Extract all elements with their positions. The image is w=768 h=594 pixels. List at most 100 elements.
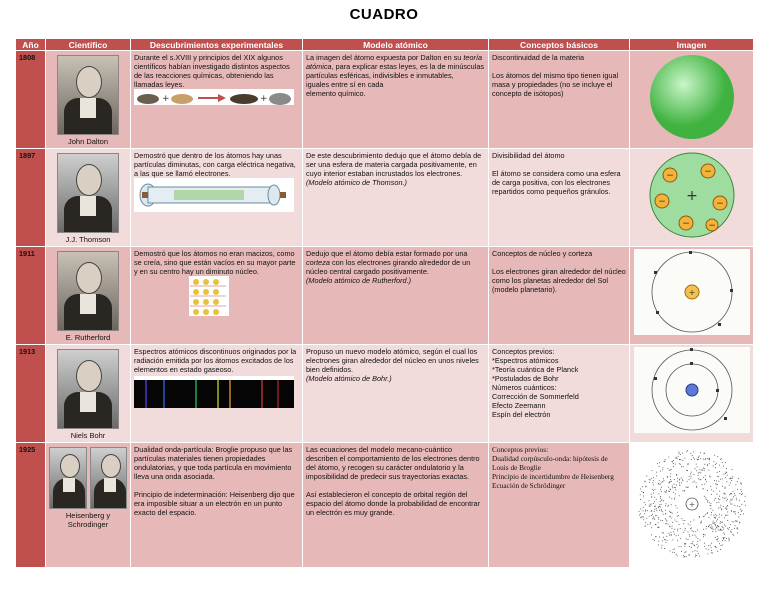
scientist-name: Niels Bohr <box>70 431 106 440</box>
cloud-dot <box>708 459 710 461</box>
cloud-dot <box>651 518 653 520</box>
cloud-dot <box>728 538 730 540</box>
cloud-dot <box>705 498 707 500</box>
cloud-dot <box>736 527 738 529</box>
cloud-dot <box>699 452 701 454</box>
cloud-dot <box>687 486 689 488</box>
image-cell: + <box>629 246 754 345</box>
concept-cell: Discontinuidad de la materia Los átomos … <box>488 50 630 149</box>
cloud-dot <box>664 518 666 520</box>
cloud-dot <box>667 486 669 488</box>
cloud-dot <box>653 517 654 519</box>
cloud-dot <box>657 518 659 520</box>
rutherford-planetary-image: + <box>633 249 750 335</box>
cloud-dot <box>659 519 661 521</box>
atomic-models-table: Año Científico Descubrimientos experimen… <box>15 38 754 568</box>
discovery-text-2: Principio de indeterminación: Heisenberg… <box>134 490 295 517</box>
cloud-dot <box>683 490 685 492</box>
cloud-dot <box>700 520 702 522</box>
scientist-cell: Niels Bohr <box>45 344 131 443</box>
cloud-dot <box>678 495 680 497</box>
cloud-dot <box>656 463 658 465</box>
cloud-dot <box>662 513 664 515</box>
cloud-dot <box>716 471 718 473</box>
cloud-dot <box>694 556 696 558</box>
cloud-dot <box>660 491 662 492</box>
discovery-text-1: Dualidad onda-partícula: Broglie propuso… <box>134 445 293 481</box>
cloud-dot <box>736 488 738 490</box>
cloud-dot <box>696 529 698 531</box>
cloud-dot <box>638 514 640 516</box>
gold-foil-illustration <box>189 276 229 316</box>
cloud-dot <box>727 528 729 530</box>
cloud-dot <box>714 517 716 519</box>
cloud-dot <box>734 513 736 515</box>
cloud-dot <box>689 524 690 526</box>
cloud-dot <box>663 461 665 462</box>
concept-line: Efecto Zeemann <box>492 401 546 410</box>
cloud-dot <box>676 507 678 509</box>
cloud-dot <box>670 480 672 482</box>
cloud-dot <box>698 455 700 457</box>
cloud-dot <box>720 545 721 547</box>
cloud-dot <box>686 487 688 488</box>
cloud-dot <box>719 530 720 531</box>
cloud-dot <box>707 458 709 460</box>
cloud-dot <box>718 464 720 466</box>
cloud-dot <box>687 463 689 465</box>
cloud-dot <box>666 476 668 477</box>
cloud-dot <box>726 514 728 516</box>
cloud-dot <box>639 513 641 515</box>
cloud-dot <box>680 546 682 548</box>
cloud-dot <box>685 538 687 540</box>
cloud-dot <box>731 477 733 479</box>
cloud-dot <box>679 454 681 455</box>
cloud-dot <box>662 478 664 480</box>
concept-text-2: Los átomos del mismo tipo tienen igual m… <box>492 71 619 98</box>
cloud-dot <box>682 531 684 533</box>
table-row: 1897 J.J. Thomson Demostró que dentro de… <box>15 148 754 247</box>
cloud-dot <box>714 525 716 527</box>
cloud-dot <box>707 469 709 471</box>
cloud-dot <box>649 522 651 524</box>
discovery-cell: Espectros atómicos discontinuos originad… <box>130 344 303 443</box>
cloud-dot <box>705 548 707 550</box>
cloud-dot <box>697 456 699 458</box>
cloud-dot <box>721 497 723 499</box>
model-text-em: (Modelo atómico de Bohr.) <box>306 374 392 383</box>
cloud-dot <box>686 450 688 452</box>
cloud-dot <box>655 471 657 473</box>
cloud-dot <box>714 516 716 518</box>
cloud-dot <box>716 475 718 477</box>
cloud-dot <box>739 489 741 490</box>
cloud-dot <box>690 543 692 545</box>
cloud-dot <box>676 528 678 530</box>
cloud-dot <box>676 555 678 557</box>
cloud-dot <box>643 502 645 503</box>
cloud-dot <box>673 479 675 480</box>
cloud-dot <box>719 529 721 530</box>
cloud-dot <box>706 501 708 503</box>
cloud-dot <box>732 496 734 498</box>
cloud-dot <box>735 521 736 523</box>
year-cell: 1911 <box>15 246 46 345</box>
cloud-dot <box>731 476 733 478</box>
cloud-dot <box>693 550 695 552</box>
cloud-dot <box>737 477 739 479</box>
cloud-dot <box>722 532 724 534</box>
cloud-dot <box>661 532 663 534</box>
model-text-em: teoría atómica <box>306 53 483 71</box>
cloud-dot <box>661 540 663 542</box>
cloud-dot <box>688 479 689 481</box>
cloud-dot <box>714 463 716 465</box>
cloud-dot <box>739 482 741 484</box>
cloud-dot <box>719 521 721 523</box>
cloud-dot <box>652 477 654 479</box>
cloud-dot <box>651 488 653 490</box>
cloud-dot <box>699 472 701 474</box>
reaction-illustration: + + <box>134 89 294 105</box>
cloud-dot <box>659 470 661 472</box>
cloud-dot <box>659 501 661 503</box>
cloud-dot <box>680 517 682 519</box>
cloud-dot <box>664 505 666 507</box>
